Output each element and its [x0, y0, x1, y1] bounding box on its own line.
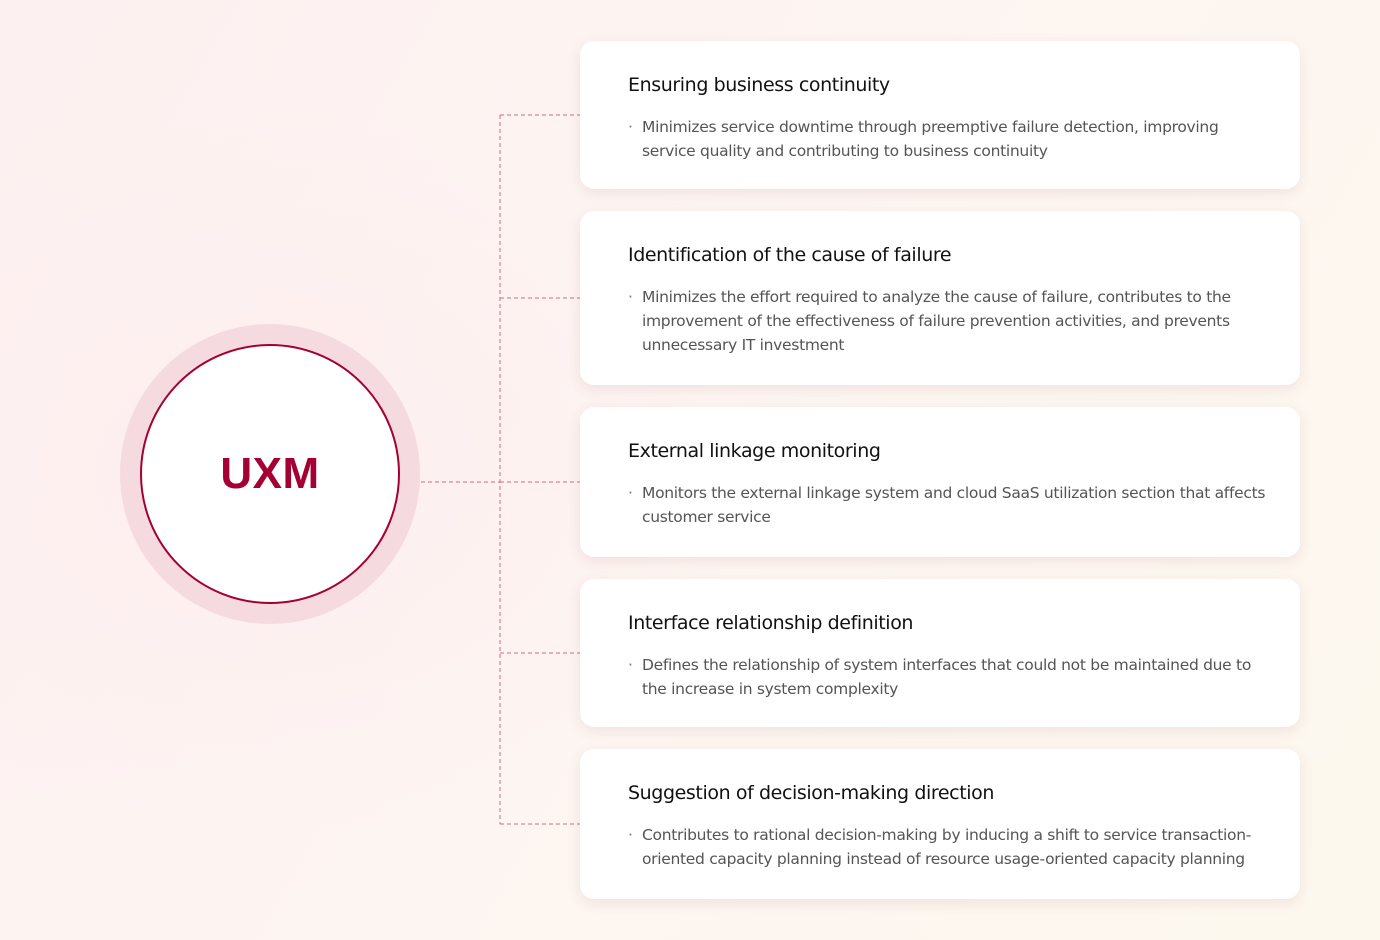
hub-label: UXM [220, 449, 320, 498]
card-description-text: Minimizes the effort required to analyze… [642, 288, 1231, 354]
bullet-icon: · [628, 118, 633, 136]
card-description-text: Contributes to rational decision-making … [642, 826, 1252, 868]
benefit-card-decision-making: Suggestion of decision-making direction … [580, 749, 1300, 899]
card-title: External linkage monitoring [628, 440, 881, 462]
card-description-text: Monitors the external linkage system and… [642, 484, 1266, 526]
card-description-text: Minimizes service downtime through preem… [642, 118, 1219, 160]
card-description-text: Defines the relationship of system inter… [642, 656, 1251, 698]
bullet-icon: · [628, 656, 633, 674]
bullet-icon: · [628, 484, 633, 502]
card-description: · Defines the relationship of system int… [628, 653, 1266, 701]
card-description: · Monitors the external linkage system a… [628, 481, 1266, 529]
benefit-card-cause-of-failure: Identification of the cause of failure ·… [580, 211, 1300, 385]
card-description: · Minimizes service downtime through pre… [628, 115, 1266, 163]
card-description: · Minimizes the effort required to analy… [628, 285, 1266, 357]
card-title: Identification of the cause of failure [628, 244, 952, 266]
benefit-card-business-continuity: Ensuring business continuity · Minimizes… [580, 41, 1300, 189]
bullet-icon: · [628, 288, 633, 306]
card-title: Suggestion of decision-making direction [628, 782, 995, 804]
benefit-card-interface-relationship: Interface relationship definition · Defi… [580, 579, 1300, 727]
hub-circle: UXM [140, 344, 400, 604]
card-title: Interface relationship definition [628, 612, 914, 634]
card-title: Ensuring business continuity [628, 74, 890, 96]
benefit-card-external-linkage: External linkage monitoring · Monitors t… [580, 407, 1300, 557]
bullet-icon: · [628, 826, 633, 844]
card-description: · Contributes to rational decision-makin… [628, 823, 1266, 871]
